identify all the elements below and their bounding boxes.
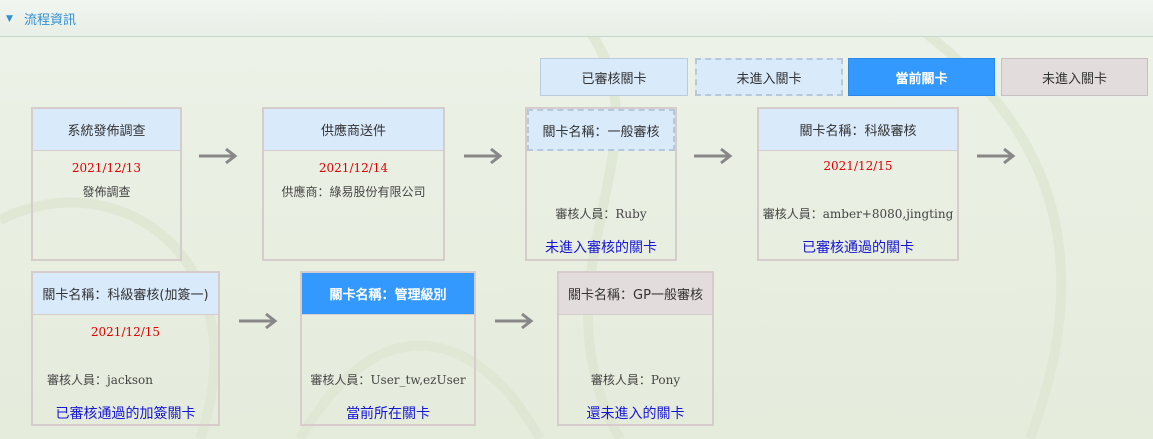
flow-step-survey: 系統發佈調查 2021/12/13 發佈調查 xyxy=(31,107,182,261)
step-title: 系統發佈調查 xyxy=(33,109,180,151)
step-title: 供應商送件 xyxy=(264,109,443,151)
flow-step-supplier: 供應商送件 2021/12/14 供應商：綠易股份有限公司 xyxy=(262,107,445,261)
flow-step-countersign: 關卡名稱：科級審核(加簽一) 2021/12/15 審核人員：jackson 已… xyxy=(31,271,220,426)
legend-pending: 未進入關卡 xyxy=(1001,58,1148,96)
step-text: 供應商：綠易股份有限公司 xyxy=(281,185,426,199)
step-reviewer: 審核人員：User_tw,ezUser xyxy=(310,373,466,387)
legend-current: 當前關卡 xyxy=(848,58,995,96)
arrow-right-icon xyxy=(977,147,1016,165)
step-status: 未進入審核的關卡 xyxy=(545,240,657,256)
flow-step-gp-review: 關卡名稱：GP一般審核 審核人員：Pony 還未進入的關卡 xyxy=(557,271,714,426)
step-reviewer: 審核人員：amber+8080,jingting xyxy=(762,207,954,221)
arrow-right-icon xyxy=(239,312,278,330)
step-title: 關卡名稱：科級審核 xyxy=(759,109,957,151)
step-date: 2021/12/15 xyxy=(823,159,893,173)
arrow-right-icon xyxy=(694,147,733,165)
arrow-right-icon xyxy=(199,147,238,165)
step-title: 關卡名稱：科級審核(加簽一) xyxy=(33,273,218,315)
flow-step-management: 關卡名稱：管理級別 審核人員：User_tw,ezUser 當前所在關卡 xyxy=(300,271,476,426)
flow-step-general-review: 關卡名稱：一般審核 審核人員：Ruby 未進入審核的關卡 xyxy=(525,107,677,261)
step-reviewer: 審核人員：jackson xyxy=(47,373,153,387)
section-header[interactable]: ▼ 流程資訊 xyxy=(0,0,1153,37)
step-date: 2021/12/14 xyxy=(318,161,389,175)
arrow-right-icon xyxy=(495,312,534,330)
step-title: 關卡名稱：一般審核 xyxy=(527,109,675,151)
step-text: 發佈調查 xyxy=(82,185,131,199)
step-date: 2021/12/13 xyxy=(71,161,142,175)
step-title: 關卡名稱：GP一般審核 xyxy=(559,273,712,315)
step-date: 2021/12/15 xyxy=(90,325,161,339)
step-title: 關卡名稱：管理級別 xyxy=(302,273,474,315)
legend-not-entered: 未進入關卡 xyxy=(695,58,843,96)
legend-done: 已審核關卡 xyxy=(540,58,688,96)
step-reviewer: 審核人員：Pony xyxy=(590,373,681,387)
step-status: 已審核通過的關卡 xyxy=(802,240,914,256)
flow-step-section-review: 關卡名稱：科級審核 2021/12/15 審核人員：amber+8080,jin… xyxy=(757,107,959,261)
step-reviewer: 審核人員：Ruby xyxy=(555,207,647,221)
step-status: 還未進入的關卡 xyxy=(586,406,685,422)
collapse-triangle-icon[interactable]: ▼ xyxy=(6,14,13,24)
step-status: 當前所在關卡 xyxy=(346,406,430,422)
step-status: 已審核通過的加簽關卡 xyxy=(55,406,196,422)
arrow-right-icon xyxy=(464,147,503,165)
section-title: 流程資訊 xyxy=(24,13,77,28)
